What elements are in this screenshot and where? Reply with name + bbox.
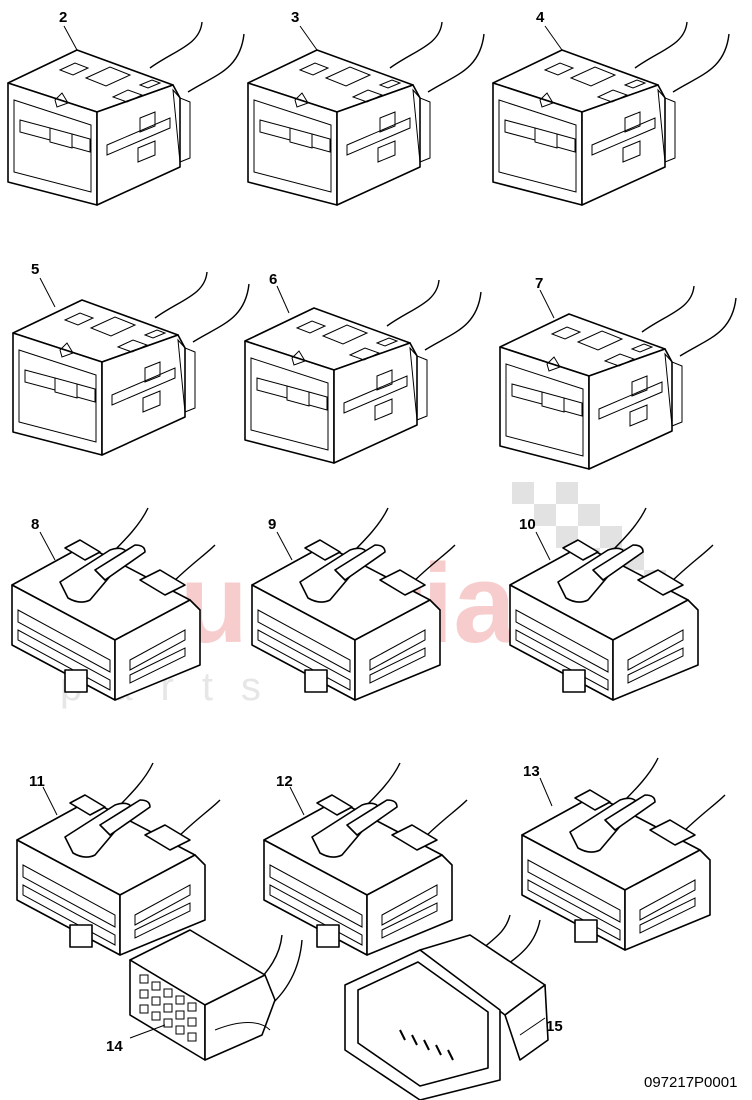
part-label-3: 3 bbox=[291, 9, 299, 26]
part-6 bbox=[244, 279, 482, 464]
part-4 bbox=[492, 21, 730, 206]
part-10 bbox=[509, 507, 714, 701]
part-5 bbox=[12, 271, 250, 456]
part-label-14: 14 bbox=[106, 1038, 123, 1055]
part-label-9: 9 bbox=[268, 516, 276, 533]
part-2 bbox=[7, 21, 245, 206]
drawing-code: 097217P0001 bbox=[644, 1074, 737, 1091]
part-label-5: 5 bbox=[31, 261, 39, 278]
part-label-6: 6 bbox=[269, 271, 277, 288]
part-13 bbox=[521, 757, 726, 951]
part-7 bbox=[499, 285, 737, 470]
part-label-7: 7 bbox=[535, 275, 543, 292]
part-label-8: 8 bbox=[31, 516, 39, 533]
part-8 bbox=[11, 507, 216, 701]
part-14 bbox=[129, 929, 303, 1061]
part-label-4: 4 bbox=[536, 9, 545, 26]
part-9 bbox=[251, 507, 456, 701]
part-12 bbox=[263, 762, 468, 956]
part-3 bbox=[247, 21, 485, 206]
part-label-10: 10 bbox=[519, 516, 536, 533]
part-15 bbox=[344, 914, 549, 1100]
part-11 bbox=[16, 762, 221, 956]
part-label-2: 2 bbox=[59, 9, 67, 26]
part-label-13: 13 bbox=[523, 763, 540, 780]
part-label-15: 15 bbox=[546, 1018, 563, 1035]
part-label-12: 12 bbox=[276, 773, 293, 790]
part-label-11: 11 bbox=[29, 773, 45, 790]
